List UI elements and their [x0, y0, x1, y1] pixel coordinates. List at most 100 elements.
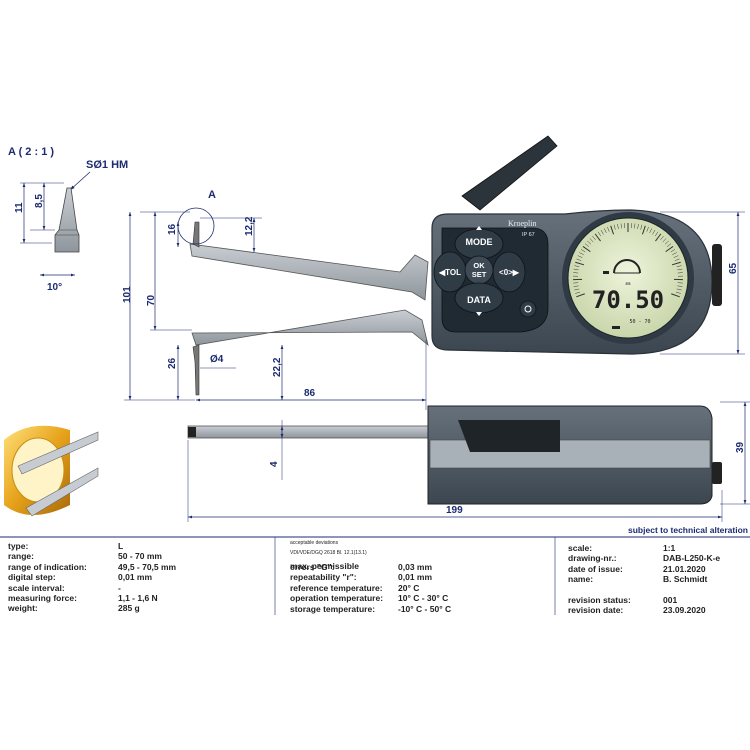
scale-tick [672, 252, 677, 256]
spec-mid-label-1: repeatability "r": [290, 572, 357, 583]
scale-tick [597, 231, 601, 237]
dim-26: 26 [167, 357, 178, 369]
spec-mid-label-3: operation temperature: [290, 593, 384, 604]
scale-tick [674, 258, 680, 261]
dim-86: 86 [304, 388, 316, 399]
spec-left-label-4: scale interval: [8, 582, 65, 593]
scale-tick [587, 240, 592, 245]
scale-tick [580, 249, 586, 253]
dim-16: 16 [167, 223, 178, 235]
caliper-top-view: 4 39 199 [187, 401, 750, 522]
scale-tick [574, 288, 580, 291]
scale-tick [574, 265, 580, 267]
scale-tick [579, 252, 584, 256]
spec-left-value-2: 49,5 - 70,5 mm [118, 561, 177, 572]
spec-right-value-3: B. Schmidt [663, 574, 708, 585]
spec-right-value-5: 001 [663, 594, 678, 605]
spec-right-label-2: date of issue: [568, 563, 623, 574]
scale-tick [575, 291, 581, 294]
scale-tick [576, 293, 585, 298]
spec-right-value-0: 1:1 [663, 543, 676, 553]
spec-left-label-2: range of indication: [8, 561, 87, 572]
scale-tick [677, 285, 683, 287]
deviation-subheading: max. permissible [290, 560, 359, 571]
caliper-side-view: A Kroeplin IP 67 MODE ◀TOL OK SET <0>▶ [122, 135, 745, 410]
spec-left-value-4: - [118, 582, 121, 593]
footer-note: subject to technical alteration [628, 525, 748, 535]
scale-tick [640, 224, 643, 230]
scale-ticks [573, 223, 683, 298]
tol-button-label: ◀TOL [438, 268, 461, 277]
spec-mid-value-4: -10° C - 50° C [398, 603, 452, 614]
lcd-reading: 70.50 [592, 286, 664, 314]
mode-button[interactable]: MODE [454, 226, 504, 260]
dim-4: 4 [269, 461, 280, 467]
detail-marker: A [208, 189, 216, 201]
scale-tick [637, 223, 639, 229]
lcd-range: 50 - 70 [629, 319, 650, 325]
spec-right-value-1: DAB-L250-K-e [663, 553, 721, 564]
spec-left-value-1: 50 - 70 mm [118, 551, 162, 562]
scale-tick [671, 261, 681, 266]
specs-mid-header: acceptable deviations VDI/VDE/DGQ 2618 B… [290, 540, 367, 571]
spec-left-label-3: digital step: [8, 572, 56, 583]
specs-left-labels: type:range:range of indication:digital s… [8, 541, 87, 614]
scale-tick [646, 226, 649, 232]
data-button[interactable]: DATA [454, 282, 504, 316]
spec-right-label-6: revision date: [568, 605, 624, 616]
scale-tick [613, 224, 616, 230]
scale-tick [592, 235, 596, 241]
dim-dia4: Ø4 [210, 354, 224, 365]
spec-right-label-1: drawing-nr.: [568, 553, 617, 564]
ok-label: OK [473, 261, 485, 270]
spec-left-value-5: 1,1 - 1,6 N [118, 592, 158, 603]
lcd-display: 70.50 50 - 70 mm [562, 212, 694, 344]
scale-tick [652, 229, 656, 235]
scale-tick [671, 293, 680, 298]
ok-set-button[interactable]: OK SET [464, 255, 494, 285]
dim-22-2: 22,2 [272, 357, 283, 377]
scale-tick [576, 258, 582, 261]
zero-button-label: <0>▶ [499, 268, 520, 277]
scale-tick [589, 238, 594, 243]
power-icon [524, 305, 532, 313]
power-button[interactable] [519, 300, 537, 318]
spec-right-label-5: revision status: [568, 594, 631, 605]
scale-tick [662, 238, 667, 243]
deviation-heading: acceptable deviations [290, 540, 339, 546]
scale-tick [584, 243, 590, 247]
spec-left-value-3: 0,01 mm [118, 572, 153, 583]
scale-tick [675, 291, 681, 294]
scale-tick [594, 233, 601, 242]
scale-tick [664, 240, 669, 245]
spec-left-label-5: measuring force: [8, 592, 77, 603]
spec-left-value-6: 285 g [118, 603, 140, 614]
spec-right-label-0: scale: [568, 543, 593, 553]
scale-tick [666, 243, 672, 247]
spec-right-label-4 [568, 585, 631, 595]
brand-label: Kroeplin [508, 219, 536, 228]
zero-button[interactable]: <0>▶ [492, 251, 526, 293]
dim-12-2: 12,2 [244, 216, 255, 236]
scale-tick [655, 233, 662, 242]
spec-right-value-2: 21.01.2020 [663, 563, 706, 574]
dim-101: 101 [122, 286, 133, 303]
scale-tick [676, 288, 682, 291]
scale-tick [575, 261, 585, 266]
spec-mid-label-2: reference temperature: [290, 582, 383, 593]
spec-right-label-3: name: [568, 574, 594, 585]
tip-label: SØ1 HM [86, 159, 128, 171]
scale-tick [620, 223, 622, 229]
scale-tick [573, 285, 579, 287]
detail-view-a: A ( 2 : 1 ) SØ1 HM 11 8,5 10° [8, 146, 128, 293]
scale-tick [634, 223, 636, 229]
scale-tick [577, 255, 583, 258]
spec-left-label-1: range: [8, 551, 34, 562]
scale-tick [649, 228, 653, 234]
dim-199: 199 [446, 505, 463, 516]
tol-button[interactable]: ◀TOL [433, 251, 467, 293]
scale-tick [641, 225, 646, 235]
spec-mid-value-0: 0,03 mm [398, 562, 433, 572]
dim-39: 39 [735, 441, 746, 453]
